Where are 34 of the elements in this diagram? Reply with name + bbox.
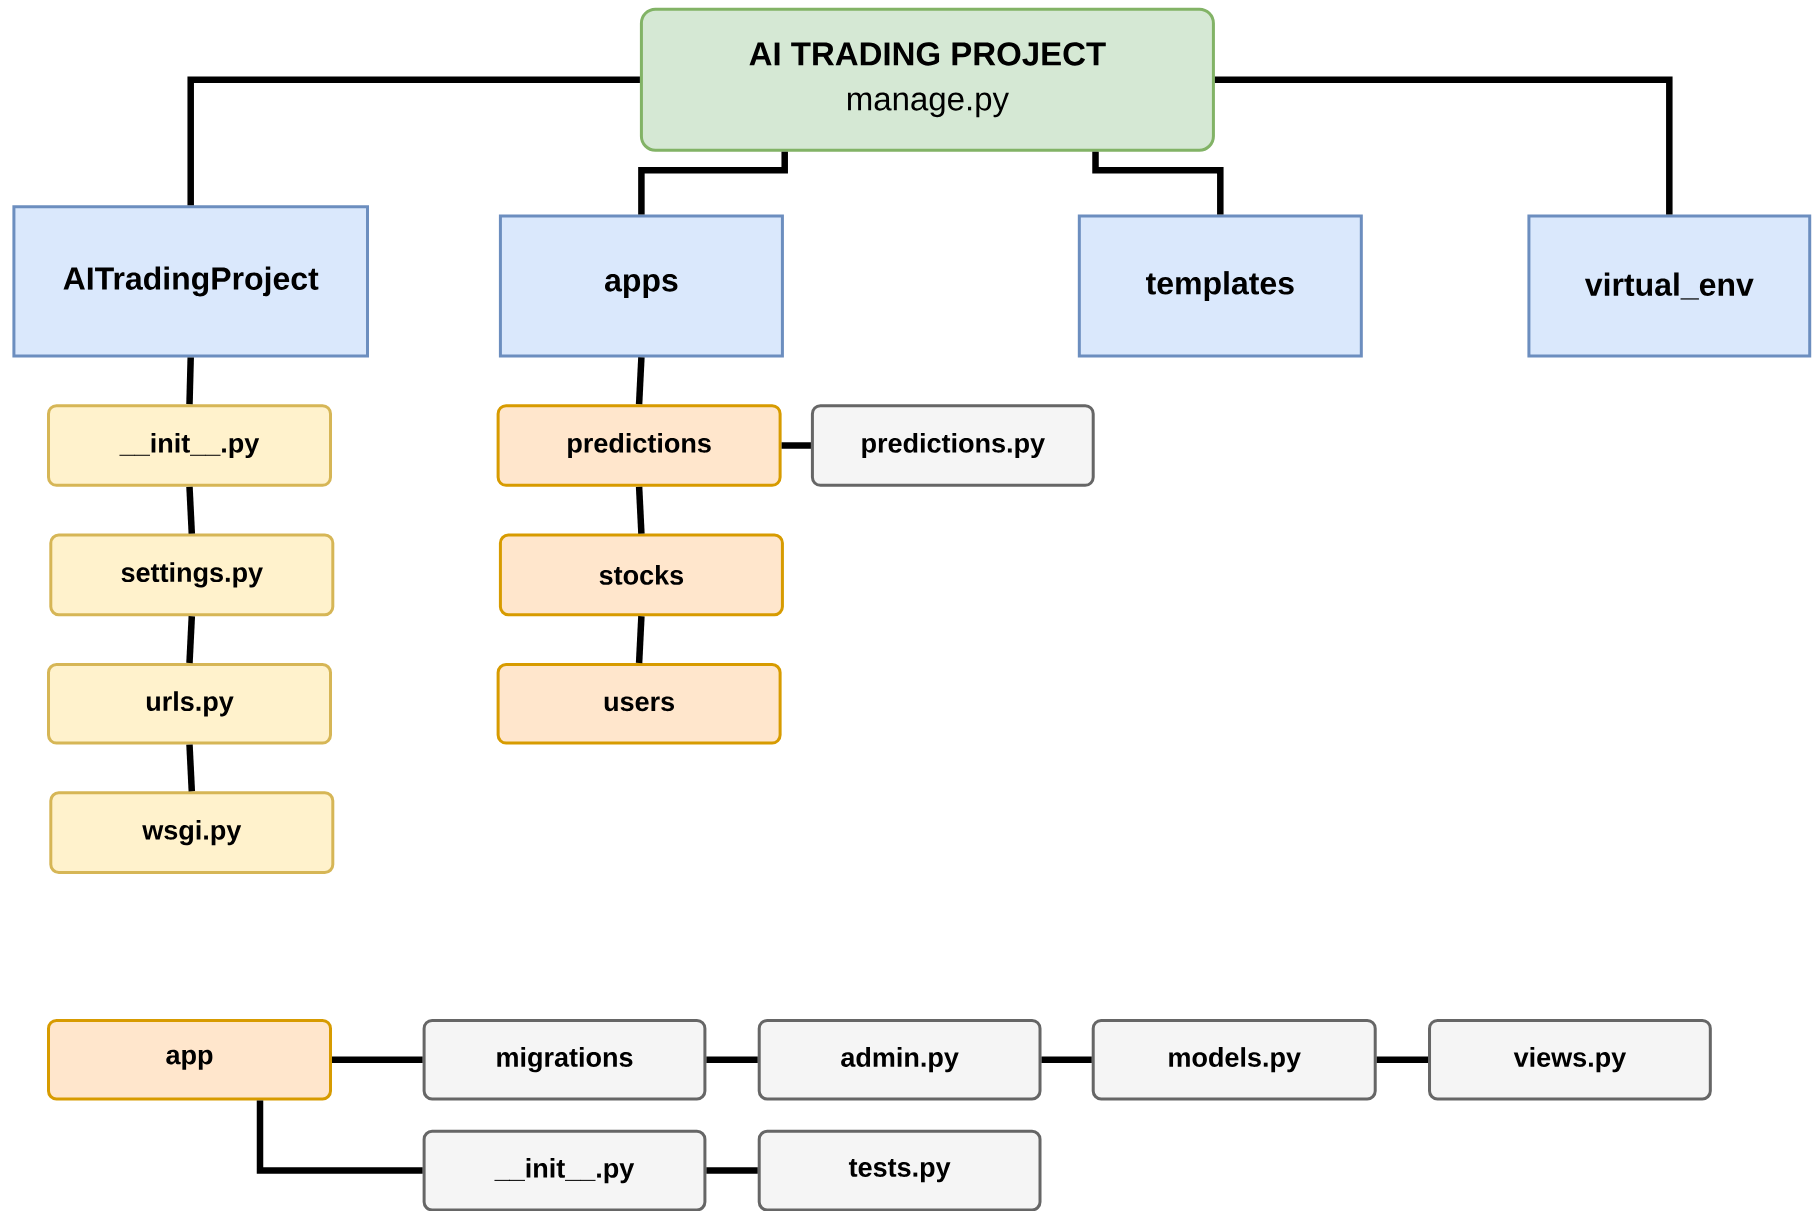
file-box: __init__.py [422, 1129, 707, 1211]
connector-line [186, 357, 194, 405]
file-box: admin.py [757, 1018, 1042, 1101]
folder-box: predictions [496, 404, 782, 487]
connector-line [635, 486, 645, 534]
connector-line [1092, 151, 1224, 215]
connector-line [256, 1100, 423, 1174]
connector-line [1214, 76, 1673, 215]
file-box: wsgi.py [49, 791, 335, 874]
folder-box: apps [498, 214, 784, 358]
connector-line [186, 486, 196, 534]
root-box: AI TRADING PROJECT manage.py [639, 7, 1215, 152]
connector-line [638, 151, 788, 215]
connector-line [1041, 1056, 1092, 1063]
folder-box: AITradingProject [12, 205, 369, 358]
connector-line [635, 616, 645, 664]
file-box: models.py [1091, 1018, 1377, 1101]
connector-line [186, 616, 196, 664]
file-box: settings.py [49, 533, 335, 617]
connector-line [186, 744, 196, 792]
file-box: predictions.py [810, 404, 1095, 487]
folder-box: users [496, 663, 782, 745]
folder-box: virtual_env [1527, 214, 1812, 358]
file-box: migrations [422, 1018, 707, 1101]
file-box: tests.py [757, 1129, 1042, 1211]
file-box: __init__.py [47, 404, 332, 487]
file-box: views.py [1428, 1018, 1712, 1101]
connector-line [635, 357, 645, 405]
file-box: urls.py [47, 663, 332, 745]
folder-box: stocks [498, 533, 784, 617]
folder-box: templates [1077, 214, 1363, 358]
connector-line [706, 1167, 758, 1174]
folder-box: app [47, 1018, 332, 1101]
connector-line [706, 1056, 758, 1063]
